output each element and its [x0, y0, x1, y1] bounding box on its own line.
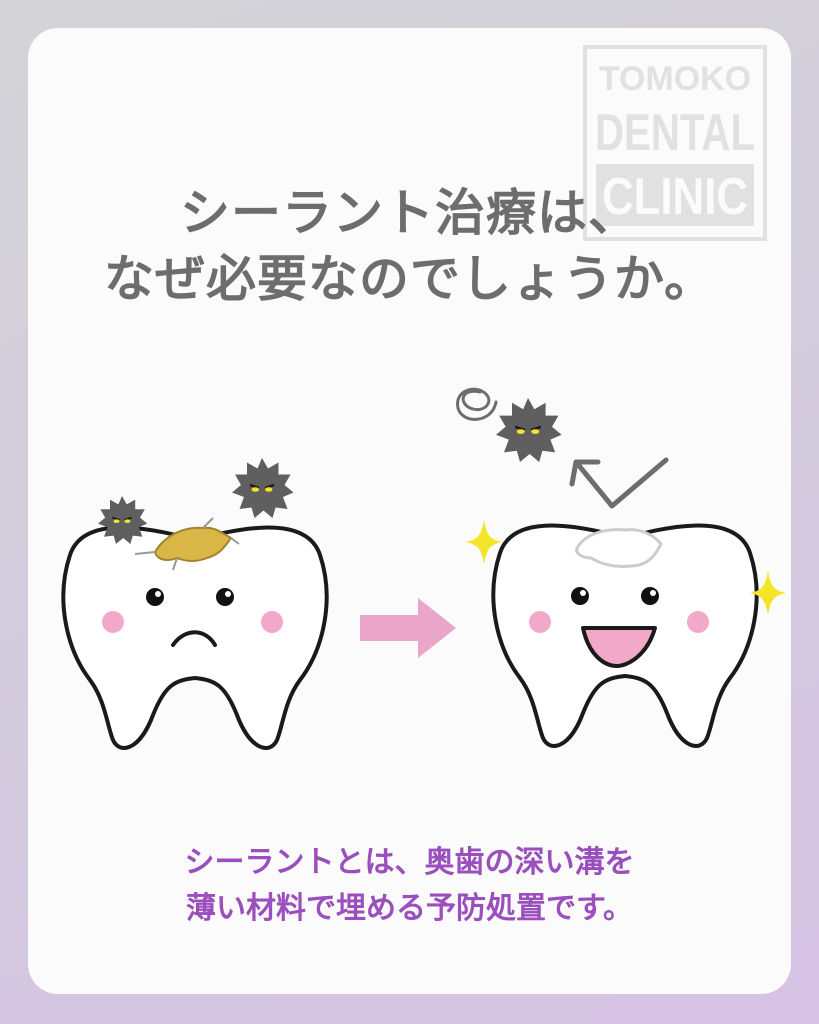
logo-line-1: TOMOKO — [599, 60, 751, 98]
clinic-logo: TOMOKO DENTAL CLINIC — [582, 44, 768, 242]
logo-line-2: DENTAL — [595, 104, 755, 162]
title-line-1: シーラント治療は、 — [180, 184, 639, 242]
illustration — [61, 387, 786, 750]
healthy-tooth-icon — [491, 523, 759, 748]
page-title: シーラント治療は、 なぜ必要なのでしょうか。 — [0, 180, 819, 312]
logo-line-3: CLINIC — [602, 168, 748, 226]
swirl-icon — [456, 387, 498, 421]
content-card — [28, 28, 791, 994]
bounce-arrow-icon — [569, 457, 669, 509]
decayed-tooth-icon — [61, 517, 329, 750]
germ-icon — [494, 396, 563, 464]
germ-icon — [230, 456, 295, 520]
arrow-right-icon — [360, 598, 456, 658]
caption-line-2: 薄い材料で埋める予防処置です。 — [186, 891, 633, 926]
caption-line-1: シーラントとは、奥歯の深い溝を — [184, 845, 635, 880]
caption: シーラントとは、奥歯の深い溝を 薄い材料で埋める予防処置です。 — [0, 840, 819, 932]
title-line-2: なぜ必要なのでしょうか。 — [104, 250, 715, 308]
